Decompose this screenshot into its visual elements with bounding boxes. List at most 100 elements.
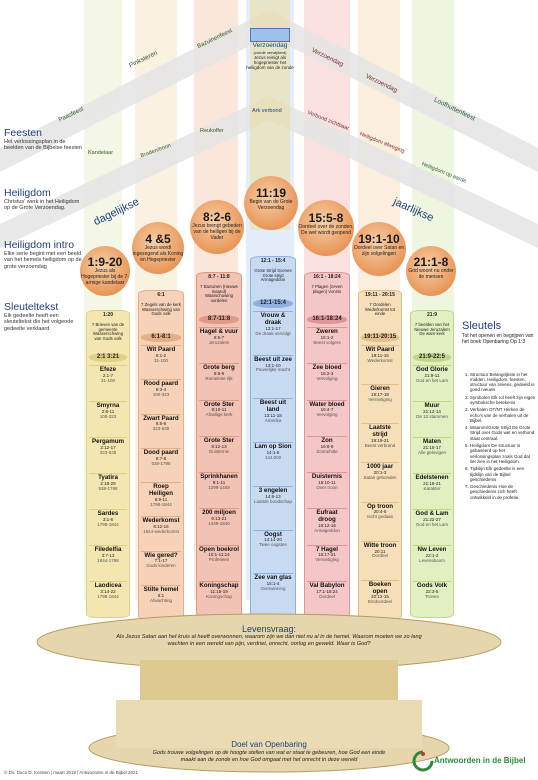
pillar-item-note: Jeruzalem xyxy=(208,339,230,345)
pillar-item-name: Edelstenen xyxy=(415,474,449,481)
pillar-item-name: Nw Leven xyxy=(417,546,447,553)
intro-circle-2-ref: 4 &5 xyxy=(145,232,171,246)
pillar-item-name: Wie gered? xyxy=(144,551,178,559)
legend-heiligdom-text: Christus' werk in het Heiligdom op de Gr… xyxy=(4,199,80,212)
center-top-title: Verzoendag xyxy=(252,42,288,49)
pillar-range: 2:1 3:21 xyxy=(89,353,127,362)
pillar-item-note: Levensboom xyxy=(419,557,445,563)
pillar-item-ref: 21:9-11 xyxy=(424,372,440,378)
pillar-item-name: Rood paard xyxy=(143,380,179,388)
legend-heiligdom: Heiligdom Christus' werk in het Heiligdo… xyxy=(4,187,84,212)
pillar-item-note: God en het Lam xyxy=(415,377,449,383)
pillar-item-note: Duisternis xyxy=(208,448,229,454)
pillar-item-ref: 16:4-7 xyxy=(320,407,334,413)
pillar-item-note: 31-100 xyxy=(100,377,115,383)
pillar-range: 19:11-20:15 xyxy=(361,333,399,342)
pillar-intro: 7 Bazuinen (nieuwe maand) Waarschuwing o… xyxy=(200,284,238,304)
copyright: © Ds. Duco D. Kersten | maart 2019 | Ant… xyxy=(4,770,138,775)
intro-circle-6: 19:1-10 Oordeel over Satan en zijn volge… xyxy=(352,222,406,276)
pillar-item-note: 100-323 xyxy=(152,392,170,397)
pillar-intro: 7 beelden van het Nieuwe Jeruzalem De wa… xyxy=(414,322,450,337)
pillar-item-note: Koningschap xyxy=(205,593,233,599)
pillar-item-note: Tronen xyxy=(424,593,440,599)
intro-circle-6-ref: 19:1-10 xyxy=(358,232,400,246)
pillar-item-name: 7 Hagel xyxy=(315,545,338,553)
pillar-item-name: Efeze xyxy=(99,366,117,373)
pillar-item-name: Wederkomst xyxy=(142,517,180,525)
pillar-item-ref: 19:17-18 xyxy=(371,391,389,397)
pillar-head-ref: 8:7 - 11:8 xyxy=(208,274,230,280)
pillar-item-name: Sardes xyxy=(97,510,119,517)
center-top-plate xyxy=(250,28,290,42)
pillar-item-name: Water bloed xyxy=(309,400,345,408)
pillar-item-note: 144.000 xyxy=(264,454,282,460)
legend-feesten-title: Feesten xyxy=(4,127,42,139)
intro-circle-3: 8:2-6 Jezus brengt gebeden van de heilig… xyxy=(190,200,244,254)
legend-intro-title: Heiligdom intro xyxy=(4,239,75,251)
sleutel-item: Geschiedenis Hoe de geschiedenis zich he… xyxy=(470,484,536,500)
pillar-item-name: Vrouw & draak xyxy=(260,312,286,326)
pillar-item-note: 1798-1844 xyxy=(97,593,119,599)
pillar-item-name: Smyrna xyxy=(96,402,120,409)
pillar-item-note: Vervolging xyxy=(316,412,338,418)
pillar-item-note: Afwachting xyxy=(149,597,172,603)
pillar-item-note: Alle gelovigen xyxy=(417,449,447,455)
sleutels-list: Structuur Belangrijkste in het midden. H… xyxy=(462,372,536,501)
pillar-item-name: Open boekrol xyxy=(199,545,239,553)
pillar-range: 21:9-22:5 xyxy=(413,353,451,362)
pillar-item-note: Armageddon xyxy=(314,527,340,533)
pillar-3: 8:7 - 11:8 7 Bazuinen (nieuwe maand) Waar… xyxy=(196,272,242,618)
pillar-item-note: 323-538 xyxy=(152,426,170,432)
label-ark-verbond: Ark verbond xyxy=(252,108,282,114)
intro-circle-4: 11:19 Begin van de Grote Verzoendag xyxy=(244,176,298,230)
intro-circle-3-text: Jezus brengt gebeden van de heiligen bij… xyxy=(192,223,242,241)
intro-circle-4-ref: 11:19 xyxy=(255,186,287,200)
pillar-head-ref: 16:1 - 18:24 xyxy=(313,274,341,280)
intro-circle-2: 4 &5 Jezus wordt ingezegend als Koning e… xyxy=(132,222,184,274)
pillar-item-ref: 14:14-20 xyxy=(264,537,282,543)
pillar-item-note: Amerika xyxy=(264,417,282,423)
intro-circle-5: 15:5-8 Oordeel over de zonden. De wet wo… xyxy=(298,200,354,256)
pillar-range: 12:1-15:4 xyxy=(253,299,293,308)
pillar-item-ref: 6:1-2 xyxy=(155,352,167,358)
pillar-item-ref: 22:3-5 xyxy=(425,588,439,594)
pillar-intro: 7 Oordelen Wederkomst tot einde xyxy=(364,302,395,317)
pillar-item-name: Wit Paard xyxy=(365,346,395,353)
sleutel-item: Structuur Belangrijkste in het midden. H… xyxy=(470,372,536,393)
pillar-item-ref: 12:1-17 xyxy=(265,325,281,331)
pillar-item-note: Profetieen xyxy=(208,557,230,563)
pillar-item-name: Zon xyxy=(321,436,333,444)
intro-circle-7-text: God woont nu onder de mensen xyxy=(408,268,454,280)
intro-circle-1-text: Jezus als Hogepriester bij de 7-armige k… xyxy=(81,268,129,286)
pillar-range: 8:7-11:8 xyxy=(199,315,239,324)
pillar-item-ref: 8:10-11 xyxy=(211,407,227,413)
intro-circle-1: 1:9-20 Jezus als Hogepriester bij de 7-a… xyxy=(80,246,130,296)
pillar-item-name: Duisternis xyxy=(311,473,343,480)
sleutel-item: Verhalen OT/NT Herken de echo's van de v… xyxy=(470,407,536,423)
pillar-intro: 7 Plagen (zeven plagen) Vonnis xyxy=(311,284,343,294)
legend-sleuteltekst: Sleuteltekst Elk gedeelte heeft een sleu… xyxy=(4,301,84,332)
sleutel-item: Waarom/Grote Strijd De Grote Strijd over… xyxy=(470,425,536,441)
